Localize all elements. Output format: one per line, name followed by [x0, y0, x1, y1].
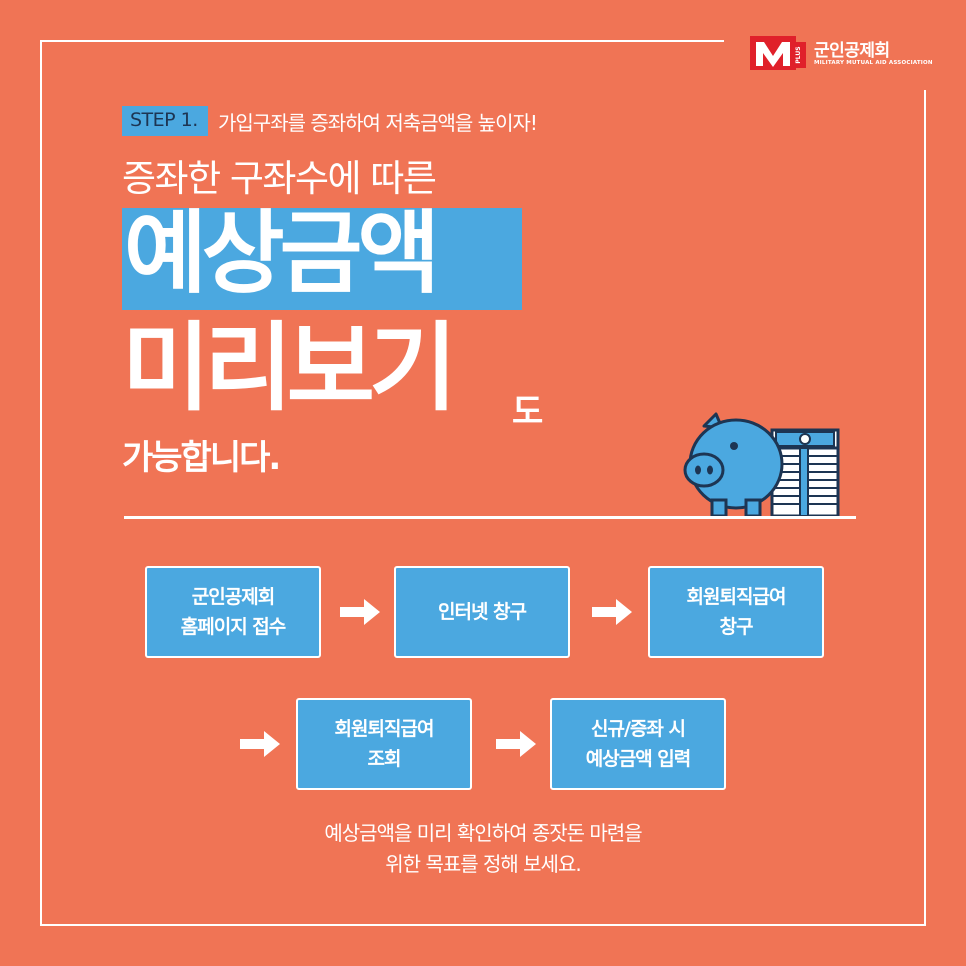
headline-line2-suffix: 도	[512, 392, 544, 432]
logo-name: 군인공제회	[814, 41, 890, 61]
step-badge	[122, 106, 208, 136]
logo-subtitle: MILITARY MUTUAL AID ASSOCIATION	[814, 60, 933, 66]
highlight-box	[122, 208, 522, 310]
arrow-right-icon	[340, 599, 380, 625]
brand-logo: PLUS 군인공제회 MILITARY MUTUAL AID ASSOCIATI…	[750, 36, 933, 72]
headline-subtitle: 증좌한 구좌수에 따른	[122, 157, 437, 200]
flow-step-estimate-input: 신규/증좌 시 예상금액 입력	[550, 698, 726, 790]
flow-step-internet: 인터넷 창구	[394, 566, 570, 658]
footer-note: 예상금액을 미리 확인하여 종잣돈 마련을 위한 목표를 정해 보세요.	[324, 821, 642, 876]
frame-line-top	[40, 40, 724, 42]
step-text: 가입구좌를 증좌하여 저축금액을 높이자!	[218, 111, 538, 135]
headline-line2: 미리보기	[122, 312, 457, 424]
flow-step-retirement-lookup: 회원퇴직급여 조회	[296, 698, 472, 790]
frame-line-right	[924, 90, 926, 926]
flow-step-homepage: 군인공제회 홈페이지 접수	[145, 566, 321, 658]
money-stack-icon	[770, 428, 840, 518]
frame-line-left	[40, 40, 42, 926]
arrow-right-icon	[592, 599, 632, 625]
piggy-bank-money-icon	[683, 412, 840, 518]
step-label: STEP 1.	[130, 109, 198, 131]
section-divider	[124, 516, 856, 519]
headline-highlight: 예상금액	[124, 201, 440, 306]
arrow-right-icon	[240, 731, 280, 757]
frame-line-bottom	[40, 924, 926, 926]
m-plus-logo-icon: PLUS	[750, 36, 806, 70]
arrow-right-icon	[496, 731, 536, 757]
pig-icon	[683, 412, 784, 518]
logo-badge: PLUS	[795, 46, 802, 63]
flow-step-retirement-window: 회원퇴직급여 창구	[648, 566, 824, 658]
headline-line3: 가능합니다.	[122, 438, 281, 478]
